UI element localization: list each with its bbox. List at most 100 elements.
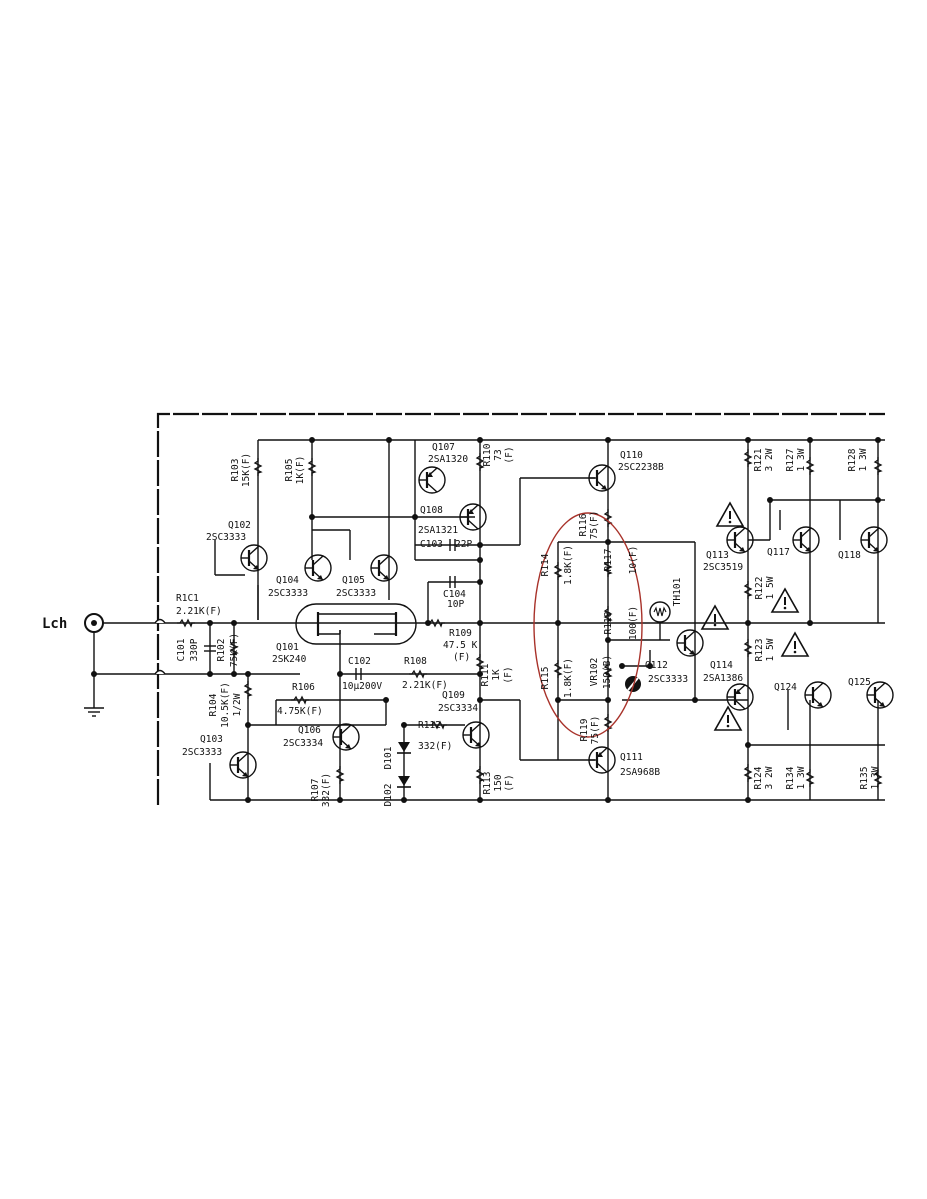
input-jack-icon (84, 613, 104, 633)
label-r123: R123 (754, 639, 765, 662)
label-r121v: 3 2W (764, 448, 775, 471)
label-r101: R1C1 (176, 593, 199, 604)
label-r113v: 150 (493, 774, 504, 791)
dual-fet-q101 (295, 603, 417, 645)
label-r106: R106 (292, 682, 315, 693)
label-r110: R110 (482, 443, 493, 466)
label-r114v: 1.8K(F) (563, 545, 574, 585)
label-r118: R118 (603, 611, 614, 634)
label-r105: R105 (284, 459, 295, 482)
label-q117: Q117 (767, 547, 790, 558)
label-q110: Q110 (620, 450, 643, 461)
label-q106t: 2SC3334 (283, 738, 323, 749)
capacitors (204, 539, 456, 680)
label-q101t: 2SK240 (272, 654, 307, 665)
label-q107: Q107 (432, 442, 455, 453)
label-q102t: 2SC3333 (206, 532, 246, 543)
label-q109: Q109 (442, 690, 465, 701)
label-q102: Q102 (228, 520, 251, 531)
label-q108t: 2SA1321 (418, 525, 458, 536)
label-r109v: 47.5 K (443, 640, 478, 651)
label-c103: C103 (420, 539, 443, 550)
label-r127: R127 (785, 449, 796, 472)
wire-crossovers (154, 618, 166, 675)
label-r109f: (F) (453, 652, 470, 663)
transistors (228, 463, 895, 780)
input-label: Lch (42, 616, 67, 632)
label-c101: C101 (176, 638, 187, 661)
label-q112t: 2SC3333 (648, 674, 688, 685)
label-q124: Q124 (774, 682, 797, 693)
label-r119v: 75(F) (590, 716, 601, 745)
label-q118: Q118 (838, 550, 861, 561)
label-q114t: 2SA1386 (703, 673, 743, 684)
highlight-ellipse (533, 512, 643, 738)
trimmer-pot-icon (625, 676, 641, 692)
diodes (397, 742, 411, 788)
label-r107: R107 (310, 779, 321, 802)
label-q108: Q108 (420, 505, 443, 516)
label-r112: R112 (418, 720, 441, 731)
label-q114: Q114 (710, 660, 733, 671)
label-r122v: 1 5W (765, 576, 776, 599)
label-r127v: 1 3W (796, 448, 807, 471)
label-c104v: 10P (447, 599, 464, 610)
label-r103v: 15K(F) (241, 453, 252, 487)
label-c102: C102 (348, 656, 371, 667)
label-r112v: 332(F) (418, 741, 452, 752)
label-r116v: 75(F) (589, 511, 600, 540)
label-q113t: 2SC3519 (703, 562, 743, 573)
junction-dots (91, 437, 881, 803)
label-q109t: 2SC3334 (438, 703, 478, 714)
label-r124v: 3 2W (764, 766, 775, 789)
label-q111: Q111 (620, 752, 643, 763)
label-r111v: 1K (491, 669, 502, 681)
label-r111f: (F) (503, 666, 514, 683)
label-r110f: (F) (504, 446, 515, 463)
label-q112: Q112 (645, 660, 668, 671)
label-c101v: 330P (189, 638, 200, 661)
label-r135: R135 (859, 767, 870, 790)
label-r124: R124 (753, 766, 764, 789)
label-c104: C104 (443, 589, 466, 600)
label-q103: Q103 (200, 734, 223, 745)
label-q105t: 2SC3333 (336, 588, 376, 599)
label-r134v: 1 3W (796, 766, 807, 789)
label-q103t: 2SC3333 (182, 747, 222, 758)
label-r108: R108 (404, 656, 427, 667)
label-r111: R111 (480, 663, 491, 686)
label-q125: Q125 (848, 677, 871, 688)
label-th101: TH101 (672, 577, 683, 606)
label-r135v: 1 3W (870, 766, 881, 789)
label-r123v: 1 5W (765, 638, 776, 661)
label-q107t: 2SA1320 (428, 454, 468, 465)
caution-triangle-icon (701, 502, 809, 731)
ground-symbol-icon (84, 700, 104, 717)
label-q101: Q101 (276, 642, 299, 653)
label-r121: R121 (753, 448, 764, 471)
label-r116: R116 (578, 513, 589, 536)
label-vr102v: 150(B) (602, 655, 613, 689)
label-c103v: 22P (455, 539, 472, 550)
label-r113f: (F) (504, 774, 515, 791)
label-r104w: 1/2W (232, 693, 243, 716)
label-r107v: 332(F) (321, 773, 332, 807)
label-r115v: 1.8K(F) (563, 658, 574, 698)
label-r117: R117 (603, 549, 614, 572)
label-d102: D102 (383, 784, 394, 807)
label-r119: R119 (579, 718, 590, 741)
label-vr102: VR102 (589, 658, 600, 687)
label-r117v: 10(F) (628, 546, 639, 575)
label-q104: Q104 (276, 575, 299, 586)
label-r108v: 2.21K(F) (402, 680, 448, 691)
wiring (93, 439, 885, 801)
label-c102v: 10μ200V (342, 681, 382, 692)
thermistor-th101 (649, 601, 671, 640)
label-r128: R128 (847, 448, 858, 471)
label-r109: R109 (449, 628, 472, 639)
label-r113: R113 (482, 772, 493, 795)
label-d101: D101 (383, 746, 394, 769)
label-q105: Q105 (342, 575, 365, 586)
label-r106v: 4.75K(F) (277, 706, 323, 717)
